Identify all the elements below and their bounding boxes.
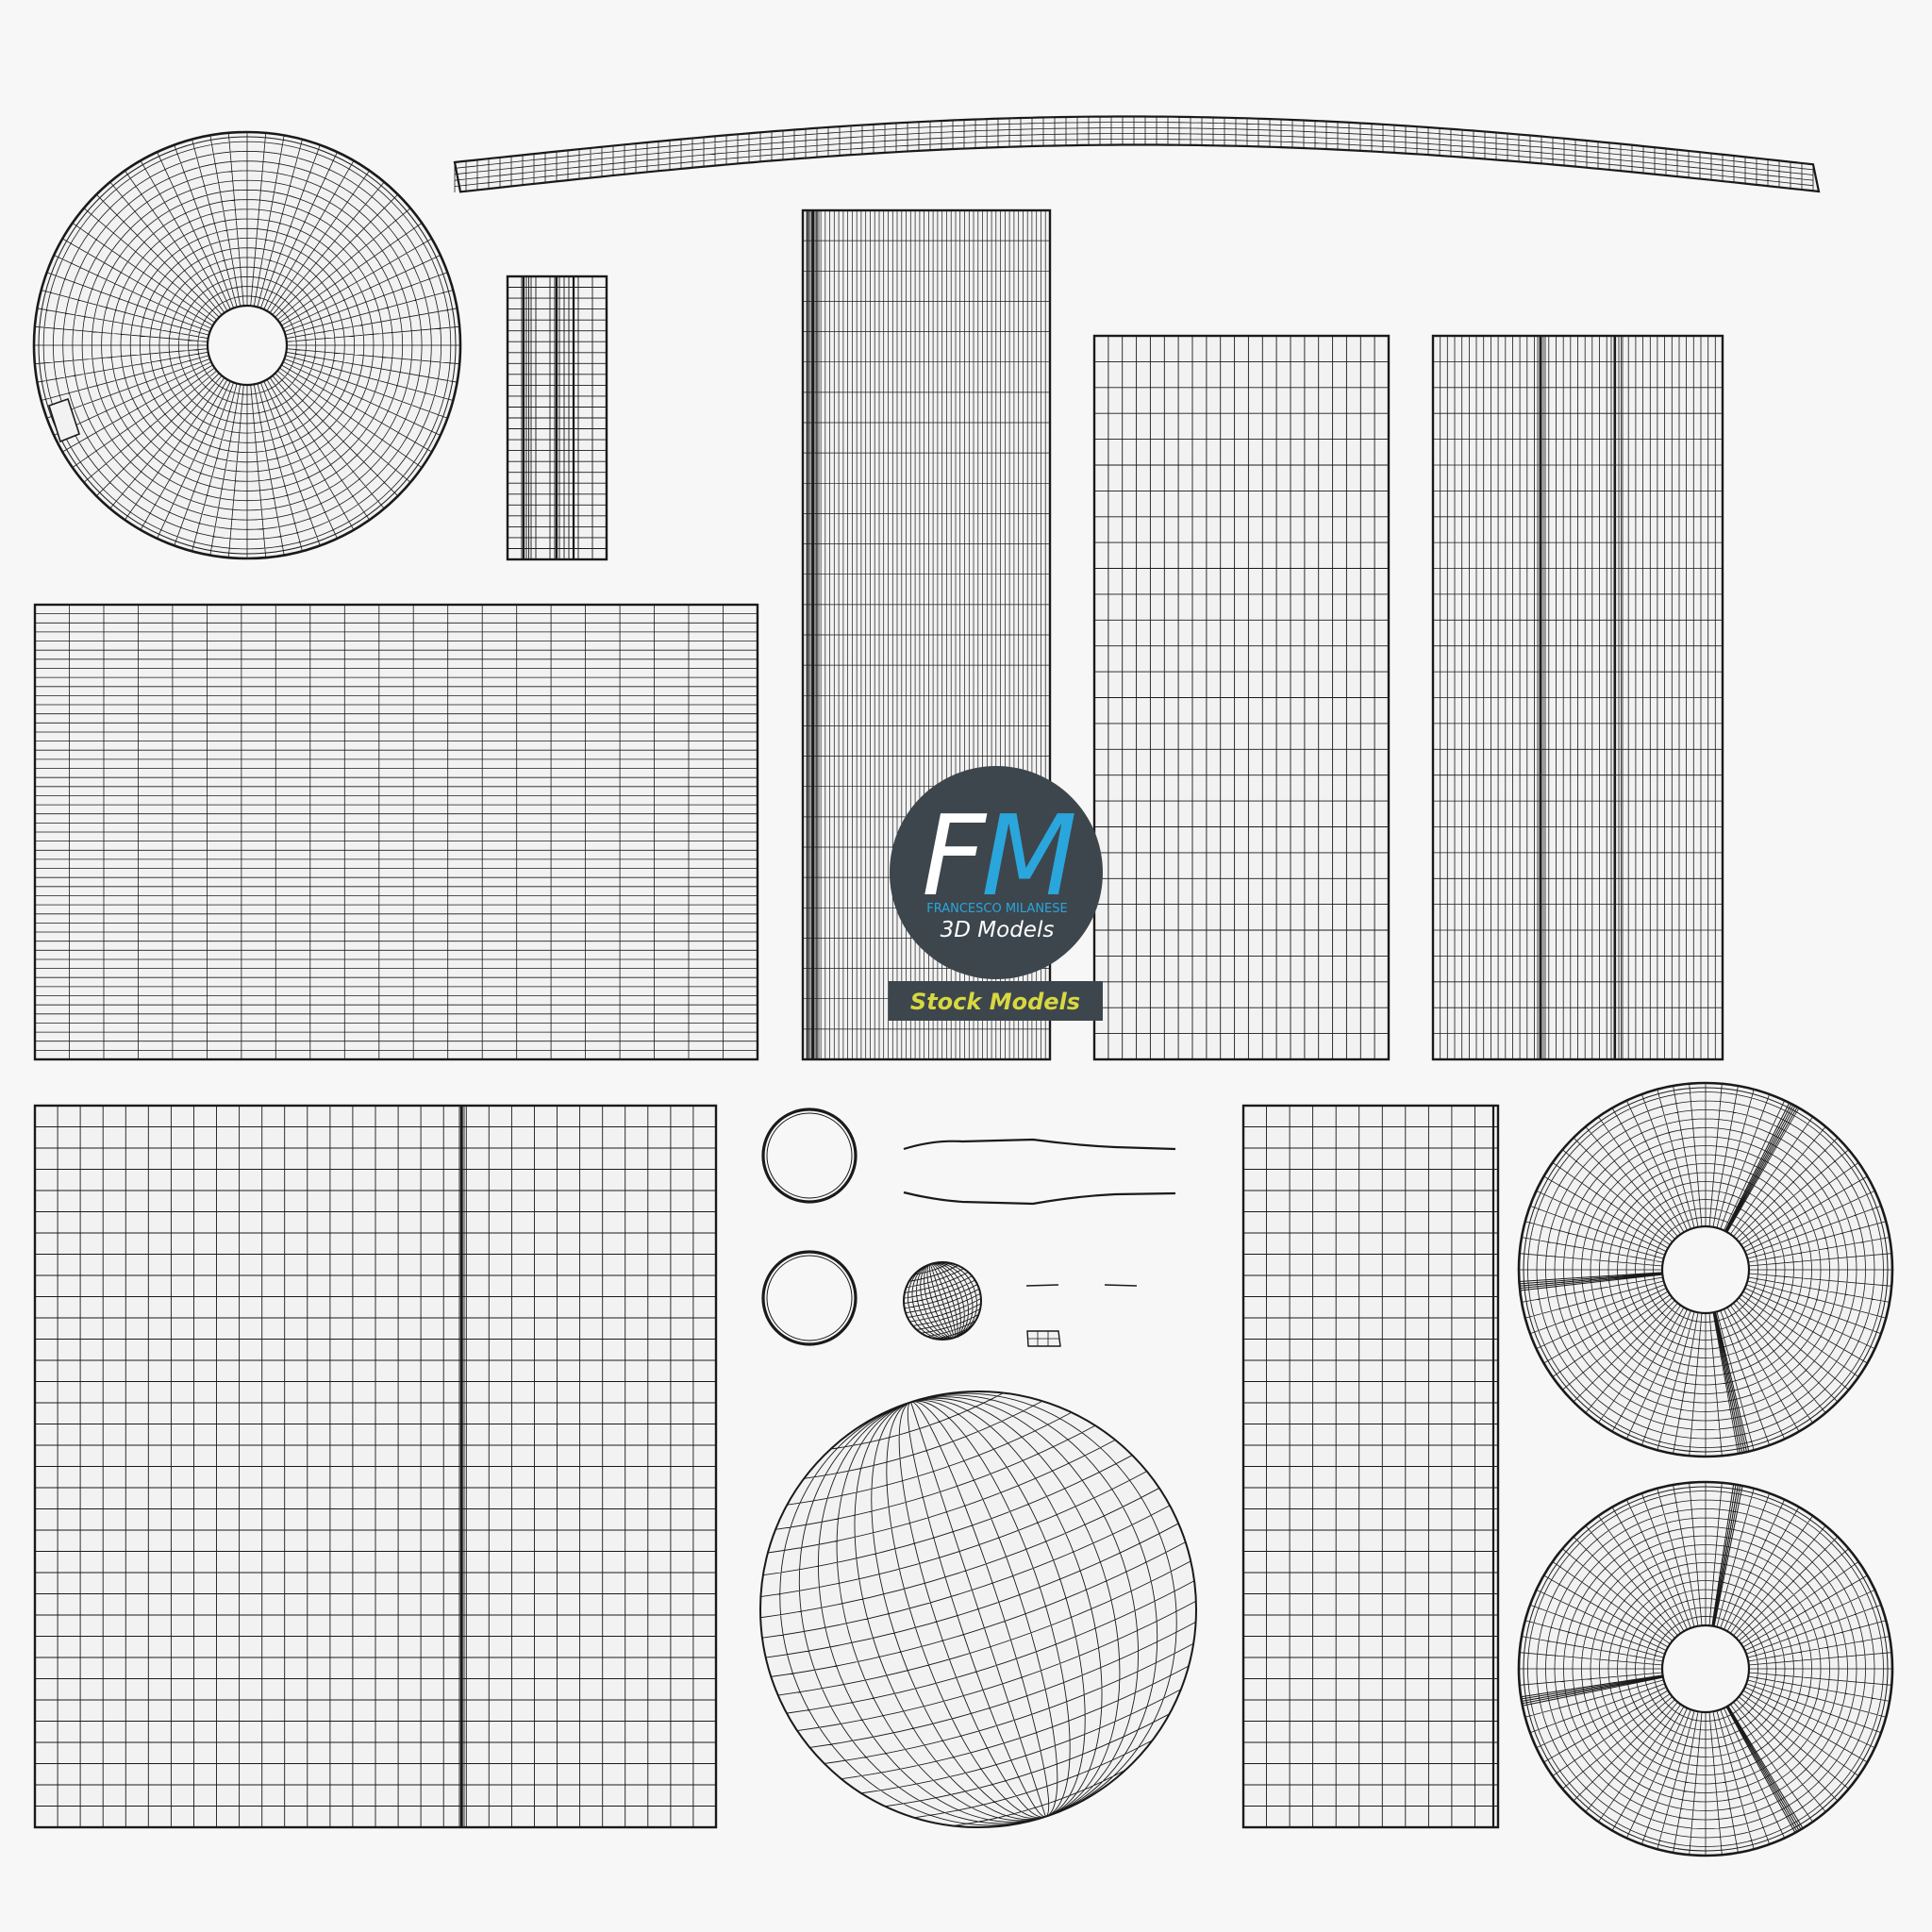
uv-disc-right-upper (1517, 1081, 1894, 1458)
uv-curve-fragments (903, 1138, 1176, 1347)
uv-ring-small (761, 1108, 858, 1204)
uv-ring-small-lower (761, 1250, 858, 1346)
uv-small-sphere (903, 1261, 982, 1341)
badge-background (889, 981, 1103, 1021)
fm-logo-letter-m: M (981, 791, 1077, 921)
uv-tall-panel-middle (1092, 334, 1391, 1061)
fm-logo-letter-f: F (922, 791, 988, 921)
uv-disc-right-lower (1517, 1480, 1894, 1857)
uv-large-panel-bottom-left (33, 1104, 718, 1829)
uv-large-sphere (759, 1391, 1197, 1828)
uv-islands-group (32, 115, 1894, 1857)
uv-curved-strip (453, 115, 1821, 193)
fm-logo-tagline: 3D Models (941, 918, 1055, 942)
uv-disc-top-left-tab (48, 397, 80, 443)
uv-tall-panel-right (1431, 334, 1724, 1061)
uv-small-strip (506, 275, 608, 561)
uv-wide-panel-left (33, 603, 759, 1061)
uv-panel-bottom-right (1241, 1104, 1500, 1829)
fm-logo: F M FRANCESCO MILANESE 3D Models (890, 766, 1103, 979)
fm-logo-subtitle: FRANCESCO MILANESE (926, 902, 1067, 916)
badge-text: Stock Models (910, 989, 1080, 1015)
stock-models-badge: Stock Models (889, 981, 1103, 1021)
uv-disc-top-left (32, 130, 462, 560)
fm-logo-circle (890, 766, 1103, 979)
